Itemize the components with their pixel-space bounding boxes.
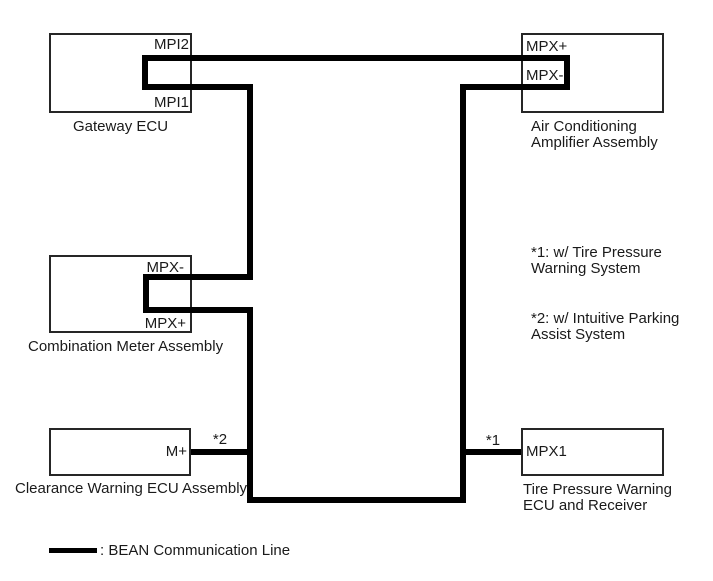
ac-pin-mpx-minus: MPX- <box>526 67 564 84</box>
gateway-ecu-label: Gateway ECU <box>73 118 169 135</box>
clearance-pin-m-plus: M+ <box>165 443 187 460</box>
bean-line-clearance-branch <box>191 449 247 455</box>
note-parking-assist-system: *2: w/ Intuitive Parking Assist System <box>531 310 680 343</box>
ac-pin-mpx-plus: MPX+ <box>526 38 568 55</box>
combination-meter-box <box>49 255 192 333</box>
combination-meter-label: Combination Meter Assembly <box>28 338 224 355</box>
bean-line-left-vertical-upper <box>247 84 253 280</box>
gateway-pin-mpi1: MPI1 <box>153 94 189 111</box>
tire-pressure-ecu-box <box>521 428 664 476</box>
bean-line-meter-loop-upper <box>143 274 253 280</box>
bean-line-right-vertical <box>460 84 466 503</box>
note-tire-pressure-system: *1: w/ Tire Pressure Warning System <box>531 244 662 277</box>
tire-pin-mpx1: MPX1 <box>526 443 567 460</box>
bean-line-ac-return <box>460 84 570 90</box>
ac-amplifier-label: Air Conditioning Amplifier Assembly <box>531 118 658 151</box>
legend-line-sample <box>49 548 97 553</box>
bean-line-gateway-return <box>142 84 253 90</box>
bean-line-tire-branch <box>466 449 521 455</box>
bean-line-gateway-loop-vertical <box>142 55 148 90</box>
bean-line-left-vertical-lower <box>247 307 253 503</box>
flag-star1: *1 <box>485 432 501 449</box>
ac-amplifier-box <box>521 33 664 113</box>
meter-pin-mpx-plus: MPX+ <box>144 315 186 332</box>
bean-line-ac-loop-vertical <box>564 55 570 90</box>
gateway-ecu-box <box>49 33 192 113</box>
legend-label: : BEAN Communication Line <box>100 542 291 559</box>
bean-line-top-horizontal <box>142 55 570 61</box>
gateway-pin-mpi2: MPI2 <box>153 36 189 53</box>
flag-star2: *2 <box>212 431 228 448</box>
tire-pressure-label: Tire Pressure Warning ECU and Receiver <box>523 481 672 514</box>
bean-line-bottom-horizontal <box>247 497 466 503</box>
bean-line-meter-loop-lower <box>143 307 253 313</box>
clearance-warning-label: Clearance Warning ECU Assembly <box>15 480 248 497</box>
bean-line-meter-loop-vertical <box>143 274 149 313</box>
clearance-warning-ecu-box <box>49 428 191 476</box>
meter-pin-mpx-minus: MPX- <box>146 259 185 276</box>
